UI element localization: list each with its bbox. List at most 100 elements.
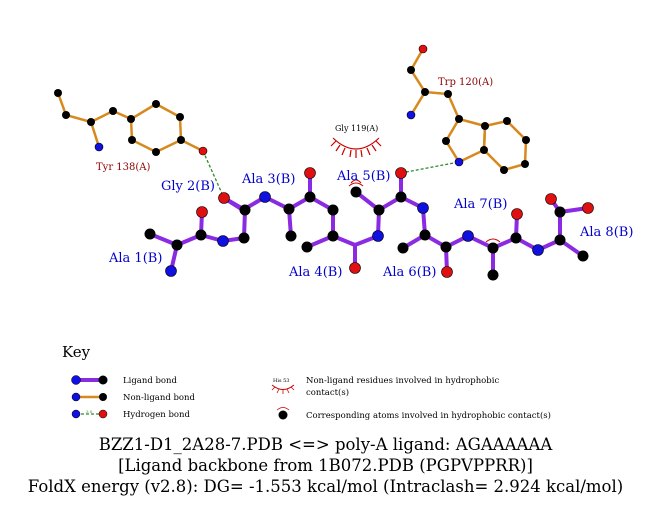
nitrogen-atom xyxy=(532,244,544,256)
carbon-atom xyxy=(127,115,135,123)
oxygen-atom xyxy=(545,193,557,205)
hydrophobic-arc-ala5 xyxy=(348,182,364,187)
ala3-backbone xyxy=(222,194,293,238)
carbon-atom xyxy=(238,232,250,244)
ala7-backbone xyxy=(444,233,495,277)
carbon-atom xyxy=(285,230,297,242)
key-ligand-bond: Ligand bond xyxy=(71,375,178,386)
trp120-bond-chain-a xyxy=(409,47,427,117)
carbon-atom xyxy=(510,232,522,244)
carbon-atom xyxy=(327,230,339,242)
nitrogen-atom xyxy=(217,235,229,247)
carbon-atom xyxy=(503,117,511,125)
tyr138-ring xyxy=(129,102,183,154)
carbon-atom xyxy=(487,242,499,254)
carbon-atom xyxy=(99,393,107,401)
carbon-atom xyxy=(128,136,136,144)
nitrogen-atom xyxy=(462,230,474,242)
oxygen-atom xyxy=(582,202,594,214)
label-ala3: Ala 3(B) xyxy=(241,172,295,187)
carbon-atom xyxy=(577,250,589,262)
carbon-atom xyxy=(301,241,313,253)
ala5-backbone xyxy=(353,190,382,247)
oxygen-atoms xyxy=(196,44,594,278)
ala4-carbonyl xyxy=(331,234,357,270)
trp120-benzene-ring xyxy=(482,119,528,172)
key-hydrophobic-residues-label-1: Non-ligand residues involved in hydropho… xyxy=(306,376,499,386)
nitrogen-atom xyxy=(259,191,271,203)
nitrogen-atom xyxy=(417,202,429,214)
ligand-bonds xyxy=(148,171,590,277)
key-hydrophobic-atoms: Corresponding atoms involved in hydropho… xyxy=(276,407,551,421)
gly119-hydrophobic-marker xyxy=(330,137,382,158)
carbon-atom xyxy=(144,228,156,240)
hydrophobic-atom-markers xyxy=(348,179,501,243)
hbond-tyr138-gly2 xyxy=(202,150,225,199)
carbon-atom xyxy=(109,107,117,115)
key-hydrogen-bond: 3.0 Hydrogen bond xyxy=(71,409,191,420)
ala4-backbone xyxy=(305,195,335,249)
oxygen-atom xyxy=(304,167,316,179)
key-title: Key xyxy=(62,343,91,361)
carbon-atom xyxy=(152,100,160,108)
carbon-atom xyxy=(98,375,108,385)
key-his53-label: His 53 xyxy=(273,378,289,384)
oxygen-atom xyxy=(395,167,407,179)
carbon-atom xyxy=(481,122,489,130)
carbon-atom xyxy=(407,66,415,74)
label-gly119: Gly 119(A) xyxy=(335,124,378,133)
carbon-atom xyxy=(177,136,185,144)
tyr138-bond-chain-a xyxy=(56,91,101,149)
nonligand-bonds xyxy=(56,47,528,172)
hydrophobic-arc-icon xyxy=(271,384,295,390)
carbon-atom xyxy=(195,229,207,241)
nitrogen-atoms xyxy=(94,110,544,277)
carbon-atom xyxy=(171,239,183,251)
carbon-atom xyxy=(327,204,339,216)
nitrogen-atom xyxy=(94,142,104,152)
carbon-atom xyxy=(522,136,530,144)
carbon-atom xyxy=(283,203,295,215)
key-hydrophobic-residues: His 53 Non-ligand residues involved in h… xyxy=(271,376,499,398)
carbon-atom xyxy=(278,410,288,420)
hydrophobic-arc-ala7 xyxy=(485,238,501,243)
hydrophobic-atom-arc-icon xyxy=(276,407,290,411)
carbon-atom xyxy=(480,146,488,154)
key-hydrophobic-atoms-label: Corresponding atoms involved in hydropho… xyxy=(306,410,551,421)
nitrogen-atom xyxy=(406,110,416,120)
caption-line-2: [Ligand backbone from 1B072.PDB (PGPVPPR… xyxy=(118,456,533,475)
trp120-pyrrole-ring xyxy=(444,117,487,164)
oxygen-atom xyxy=(198,146,208,156)
label-ala4: Ala 4(B) xyxy=(288,265,342,280)
oxygen-atom xyxy=(218,192,230,204)
label-ala7: Ala 7(B) xyxy=(453,197,507,212)
carbon-atom xyxy=(54,89,62,97)
key-ligand-bond-label: Ligand bond xyxy=(123,376,178,386)
key-nonligand-bond: Non-ligand bond xyxy=(71,392,195,403)
ala7-carbonyl xyxy=(491,212,519,250)
carbon-atom xyxy=(176,113,184,121)
label-gly2: Gly 2(B) xyxy=(161,179,215,194)
label-ala6: Ala 6(B) xyxy=(382,265,436,280)
carbon-atom xyxy=(554,206,566,218)
carbon-atom xyxy=(521,160,529,168)
carbon-atom xyxy=(397,242,409,254)
caption-line-3: FoldX energy (v2.8): DG= -1.553 kcal/mol… xyxy=(27,477,624,496)
carbon-atom xyxy=(421,88,429,96)
trp120-bond-chain-b xyxy=(423,90,461,121)
nitrogen-atom xyxy=(165,265,177,277)
carbon-atom xyxy=(62,111,70,119)
carbon-atom xyxy=(350,186,362,198)
nitrogen-atom xyxy=(71,392,81,402)
key-hydrogen-bond-label: Hydrogen bond xyxy=(123,410,191,420)
label-ala1: Ala 1(B) xyxy=(108,251,162,266)
gly119-arc xyxy=(332,137,380,150)
oxygen-atom xyxy=(418,44,428,54)
carbon-atom xyxy=(487,269,499,281)
key-nonligand-bond-label: Non-ligand bond xyxy=(123,393,195,403)
carbon-atom xyxy=(440,241,452,253)
nitrogen-atom xyxy=(71,409,81,419)
oxygen-atom xyxy=(98,409,108,419)
carbon-atom xyxy=(455,115,463,123)
carbon-atom xyxy=(554,234,566,246)
